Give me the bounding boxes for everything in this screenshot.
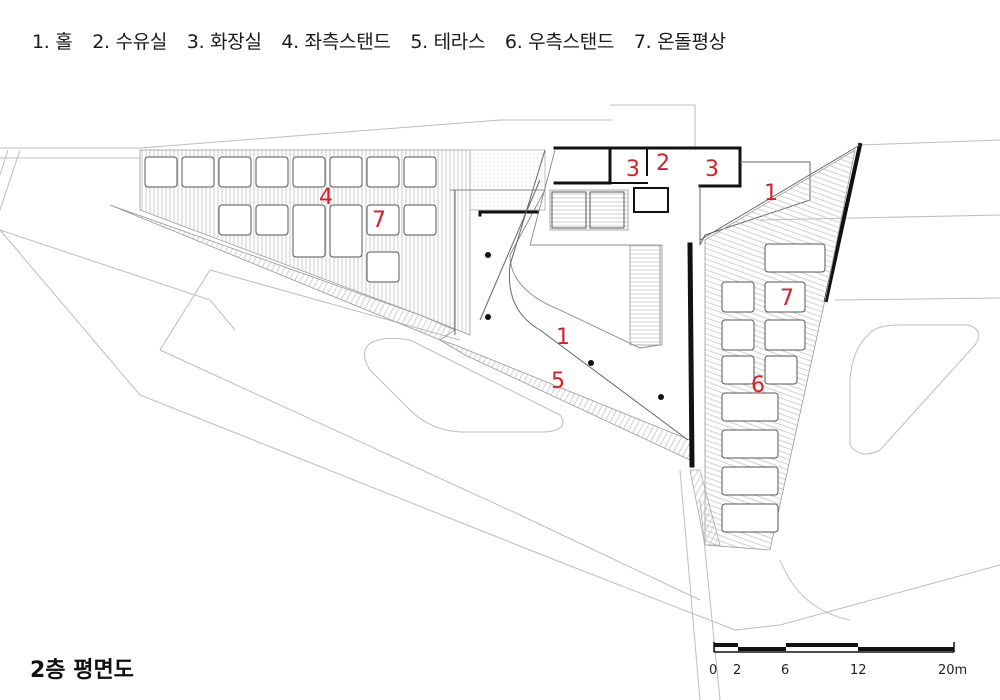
legend-item-nursing-room: 2. 수유실: [92, 31, 168, 53]
room-label-nursing-room: 2: [656, 151, 670, 176]
scale-tick-6: 6: [781, 663, 789, 678]
terrace: [439, 149, 691, 461]
room-label-restroom-left: 3: [626, 157, 640, 182]
plan-title: 2층 평면도: [30, 658, 134, 683]
legend-item-terrace: 5. 테라스: [410, 31, 486, 53]
scale-tick-20m: 20m: [938, 663, 967, 678]
columns: [485, 252, 664, 400]
site-lines: [0, 104, 1000, 700]
hall-outline: [454, 144, 861, 441]
room-label-hall-upper: 1: [764, 181, 778, 206]
room-label-ondol-left: 7: [372, 208, 386, 233]
ondol-platforms-left: [144, 156, 437, 283]
scale-tick-0: 0: [709, 663, 717, 678]
room-label-terrace: 5: [551, 369, 565, 394]
legend: 1. 홀 2. 수유실 3. 화장실 4. 좌측스탠드 5. 테라스 6. 우측…: [32, 27, 740, 54]
scale-tick-12: 12: [850, 663, 867, 678]
room-label-left-stand: 4: [319, 185, 333, 210]
scale-tick-2: 2: [733, 663, 741, 678]
room-label-right-stand: 6: [751, 373, 765, 398]
legend-item-ondol-platform: 7. 온돌평상: [633, 31, 726, 53]
room-label-ondol-right: 7: [780, 286, 794, 311]
legend-item-restroom: 3. 화장실: [186, 31, 262, 53]
ondol-platforms-right: [721, 243, 826, 533]
room-label-hall-main: 1: [556, 325, 570, 350]
room-label-restroom-right: 3: [705, 157, 719, 182]
legend-item-right-stand: 6. 우측스탠드: [504, 31, 615, 53]
legend-item-hall: 1. 홀: [32, 31, 73, 53]
legend-item-left-stand: 4. 좌측스탠드: [281, 31, 391, 53]
building-walls: [478, 142, 863, 468]
scale-bar: [713, 642, 955, 653]
